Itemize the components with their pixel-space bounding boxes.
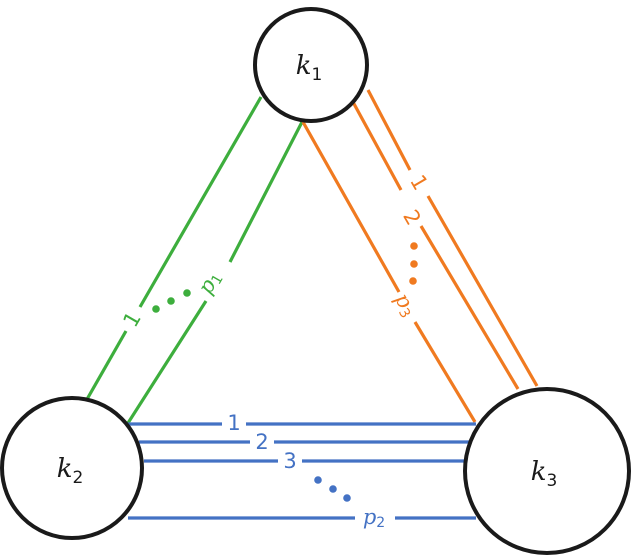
ellipsis-dot-k2-k3 (343, 494, 351, 502)
ellipsis-dot-k1-k2 (183, 289, 191, 297)
node-k1-label: k1 (296, 51, 323, 85)
edge-k1-k2-1-lower (84, 330, 128, 402)
node-k3-circle[interactable] (463, 387, 631, 555)
ellipsis-dot-k2-k3 (314, 476, 322, 484)
ellipsis-dot-k1-k3 (409, 277, 417, 285)
node-k2[interactable]: k2 (0, 396, 144, 540)
edge-k1-k3-p3-upper (301, 121, 401, 293)
edge-label-k1-k2-1: 1 (118, 308, 145, 332)
edge-group-k1-k3: 1 2 p3 (301, 89, 539, 423)
edge-k1-k3-p3-lower (413, 321, 477, 423)
ellipsis-dot-k1-k3 (410, 242, 418, 250)
node-k1[interactable]: k1 (253, 7, 369, 123)
node-k1-circle[interactable] (253, 7, 369, 123)
edge-k1-k3-2-upper (351, 101, 403, 191)
ellipsis-dot-k1-k3 (410, 260, 418, 268)
edge-k1-k3-1-upper (366, 89, 412, 171)
node-k3[interactable]: k3 (463, 387, 631, 555)
edge-k1-k2-p1-lower (126, 300, 208, 424)
edge-label-k2-k3-3: 3 (283, 449, 296, 473)
edge-k1-k2-p1-upper (228, 121, 304, 263)
node-k2-label: k2 (57, 454, 84, 488)
ellipsis-dot-k2-k3 (329, 485, 337, 493)
edge-group-k2-k3: 1 2 3 p2 (128, 411, 476, 531)
ellipsis-dot-k1-k2 (152, 305, 160, 313)
edge-group-k1-k2: 1 p1 (84, 96, 304, 424)
node-k2-circle[interactable] (0, 396, 144, 540)
edge-k1-k3-1-lower (426, 195, 539, 387)
ellipsis-dot-k1-k2 (167, 297, 175, 305)
node-k3-label: k3 (531, 457, 558, 491)
edge-k1-k3-2-mid (419, 225, 520, 390)
edge-k1-k2-1-upper (138, 96, 263, 308)
edge-label-k2-k3-1: 1 (227, 411, 240, 435)
edge-label-k2-k3-p2: p2 (363, 505, 385, 532)
edge-label-k1-k3-1: 1 (405, 171, 432, 195)
edge-label-k1-k2-p1: p1 (193, 267, 227, 300)
edge-label-k1-k3-p3: p3 (388, 289, 422, 322)
edge-label-k2-k3-2: 2 (255, 430, 268, 454)
